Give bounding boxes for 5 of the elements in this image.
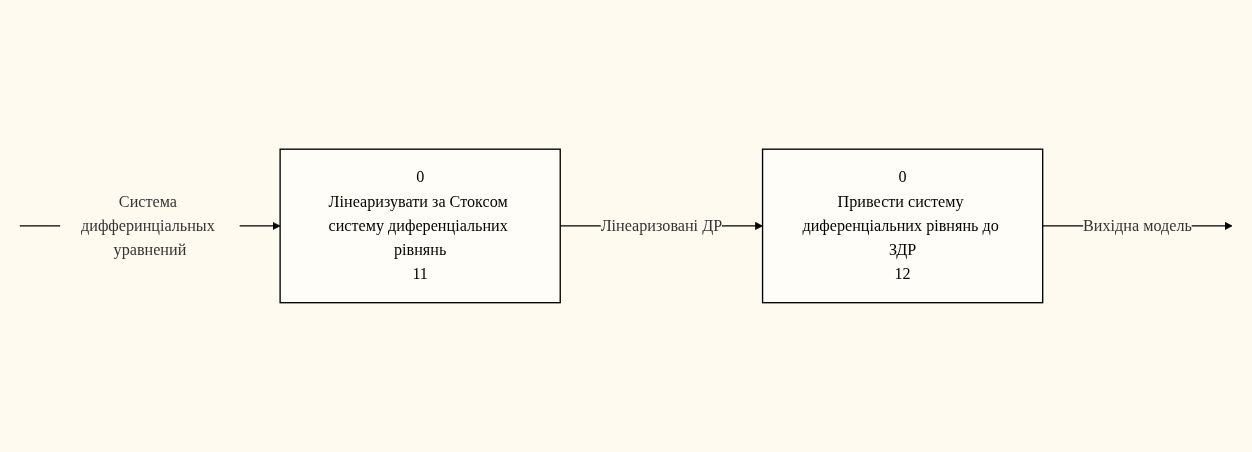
node-box: 0 Лінеаризувати за Стоксом систему диференціальних рівнянь 11 xyxy=(279,148,561,304)
edge-label: Система дифферинціальных уравнений xyxy=(81,192,215,259)
node-box: 0 Привести систему диференціальних рівнянь до ЗДР 12 xyxy=(761,148,1044,304)
edge-label: Лінеаризовані ДР xyxy=(600,216,723,235)
edge-label: Вихідна модель xyxy=(1083,216,1192,235)
